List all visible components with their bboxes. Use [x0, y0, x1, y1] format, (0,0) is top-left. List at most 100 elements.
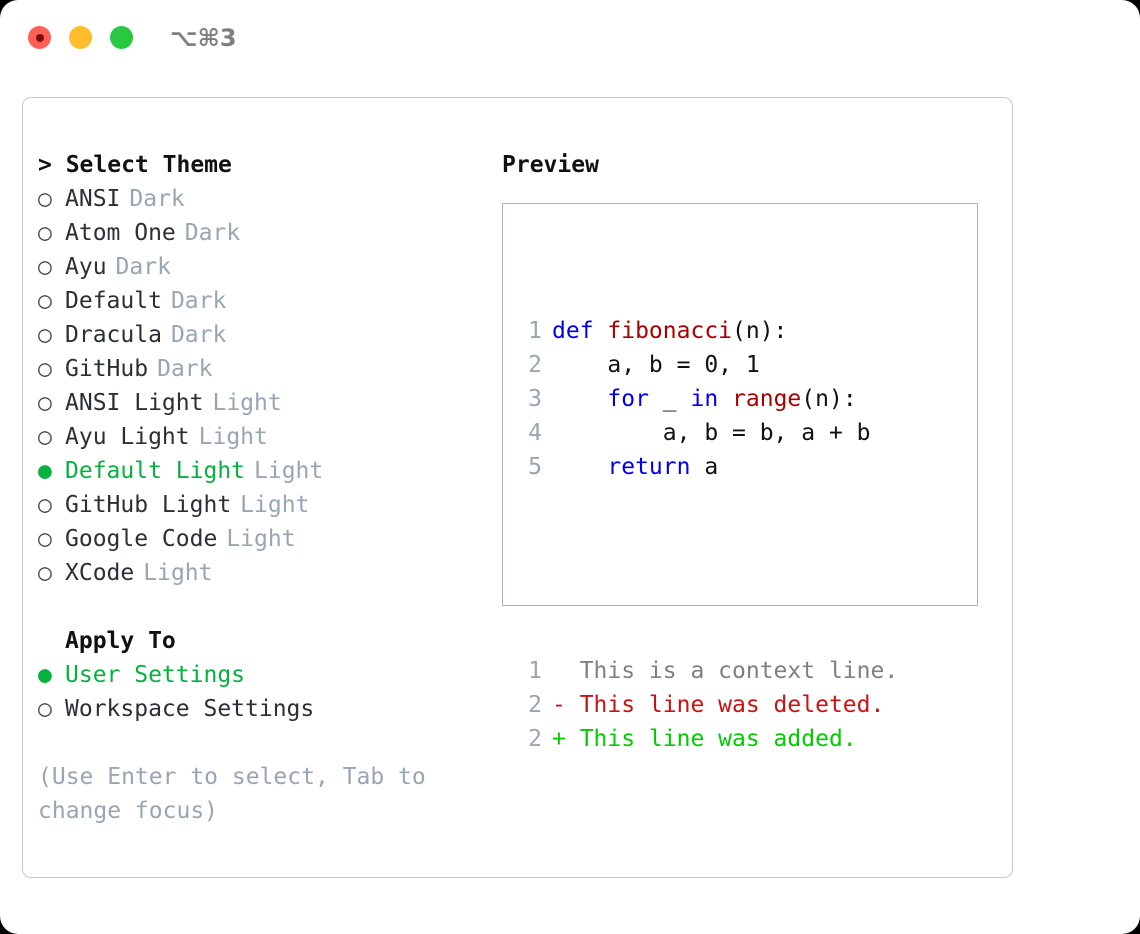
code-token: in [690, 386, 719, 412]
theme-option-5[interactable]: ○ GitHub Dark [38, 352, 488, 386]
theme-category-tag: Light [198, 424, 268, 450]
apply-option-label: User Settings [65, 662, 246, 688]
code-line-4: 5 return a [516, 450, 898, 484]
theme-category-tag: Light [226, 526, 296, 552]
keyboard-shortcut-label: ⌥⌘3 [170, 24, 237, 52]
radio-selected-icon: ● [38, 662, 52, 688]
theme-option-label: Ayu Light [65, 424, 190, 450]
radio-selected-icon: ● [38, 458, 52, 484]
theme-category-tag: Dark [157, 356, 213, 382]
radio-unselected-icon: ○ [38, 424, 52, 450]
theme-category-tag: Light [240, 492, 310, 518]
title-bar: ⌥⌘3 [0, 0, 1140, 76]
code-token: a [690, 454, 719, 480]
radio-unselected-icon: ○ [38, 560, 52, 586]
code-token: a, b = b, a + b [552, 420, 871, 446]
code-token: a, b = 0, 1 [552, 352, 760, 378]
code-token: def [552, 318, 608, 344]
list-gap [38, 590, 488, 624]
theme-option-7[interactable]: ○ Ayu Light Light [38, 420, 488, 454]
diff-line-2: 2 + This line was added. [516, 722, 898, 756]
theme-option-label: ANSI Light [65, 390, 204, 416]
radio-unselected-icon: ○ [38, 322, 52, 348]
radio-unselected-icon: ○ [38, 356, 52, 382]
theme-option-3[interactable]: ○ Default Dark [38, 284, 488, 318]
line-number: 2 [528, 352, 542, 378]
theme-option-6[interactable]: ○ ANSI Light Light [38, 386, 488, 420]
code-token: (n): [801, 386, 857, 412]
radio-unselected-icon: ○ [38, 220, 52, 246]
line-number: 2 [528, 726, 542, 752]
apply-to-heading: Apply To [65, 628, 176, 654]
theme-category-tag: Light [143, 560, 213, 586]
line-number: 5 [528, 454, 542, 480]
code-token [552, 454, 607, 480]
code-token: This is a context line. [552, 658, 899, 684]
code-token: fibonacci [607, 318, 733, 344]
keyboard-hint-text: (Use Enter to select, Tab to change focu… [38, 764, 440, 824]
theme-option-label: Google Code [65, 526, 218, 552]
diff-line-0: 1 This is a context line. [516, 654, 898, 688]
theme-option-label: Ayu [65, 254, 107, 280]
code-token: - This line was deleted. [552, 692, 885, 718]
code-token: _ [648, 386, 691, 412]
code-token: for [607, 386, 649, 412]
code-line-3: 4 a, b = b, a + b [516, 416, 898, 450]
theme-option-label: Default [65, 288, 162, 314]
select-theme-heading: > Select Theme [38, 152, 232, 178]
code-line-2: 3 for _ in range(n): [516, 382, 898, 416]
code-token: + This line was added. [552, 726, 857, 752]
line-number: 1 [528, 318, 542, 344]
traffic-light-group [28, 26, 133, 49]
theme-option-label: Atom One [65, 220, 176, 246]
theme-category-tag: Light [254, 458, 324, 484]
theme-category-tag: Dark [129, 186, 185, 212]
theme-category-tag: Dark [115, 254, 171, 280]
line-number: 2 [528, 692, 542, 718]
theme-category-tag: Dark [170, 322, 227, 348]
radio-unselected-icon: ○ [38, 390, 52, 416]
theme-option-2[interactable]: ○ Ayu Dark [38, 250, 488, 284]
theme-option-label: Default Light [65, 458, 246, 484]
line-number: 1 [528, 658, 542, 684]
theme-option-label: Dracula [65, 322, 162, 348]
theme-option-label: GitHub [65, 356, 149, 382]
code-diff-separator [516, 552, 898, 586]
theme-option-8[interactable]: ● Default Light Light [38, 454, 488, 488]
maximize-window-button[interactable] [110, 26, 133, 49]
theme-option-0[interactable]: ○ ANSI Dark [38, 182, 488, 216]
radio-unselected-icon: ○ [38, 254, 52, 280]
minimize-window-button[interactable] [69, 26, 92, 49]
code-token: (n): [732, 318, 788, 344]
line-number: 4 [528, 420, 542, 446]
close-window-button[interactable] [28, 26, 51, 49]
apply-option-0[interactable]: ● User Settings [38, 658, 488, 692]
code-line-1: 2 a, b = 0, 1 [516, 348, 898, 382]
apply-option-1[interactable]: ○Workspace Settings [38, 692, 488, 726]
apply-to-list[interactable]: ● User Settings ○Workspace Settings [38, 658, 488, 726]
line-number: 3 [528, 386, 542, 412]
theme-option-label: ANSI [65, 186, 121, 212]
theme-option-label: GitHub Light [65, 492, 232, 518]
code-token [552, 386, 607, 412]
theme-category-tag: Dark [184, 220, 241, 246]
theme-option-9[interactable]: ○ GitHub Light Light [38, 488, 488, 522]
theme-option-4[interactable]: ○ Dracula Dark [38, 318, 488, 352]
radio-unselected-icon: ○ [38, 492, 52, 518]
theme-category-tag: Dark [170, 288, 227, 314]
radio-unselected-icon: ○ [38, 186, 52, 212]
theme-option-label: XCode [65, 560, 135, 586]
radio-unselected-icon: ○ [38, 288, 52, 314]
theme-category-tag: Light [212, 390, 282, 416]
theme-option-1[interactable]: ○ Atom One Dark [38, 216, 488, 250]
theme-option-11[interactable]: ○ XCode Light [38, 556, 488, 590]
